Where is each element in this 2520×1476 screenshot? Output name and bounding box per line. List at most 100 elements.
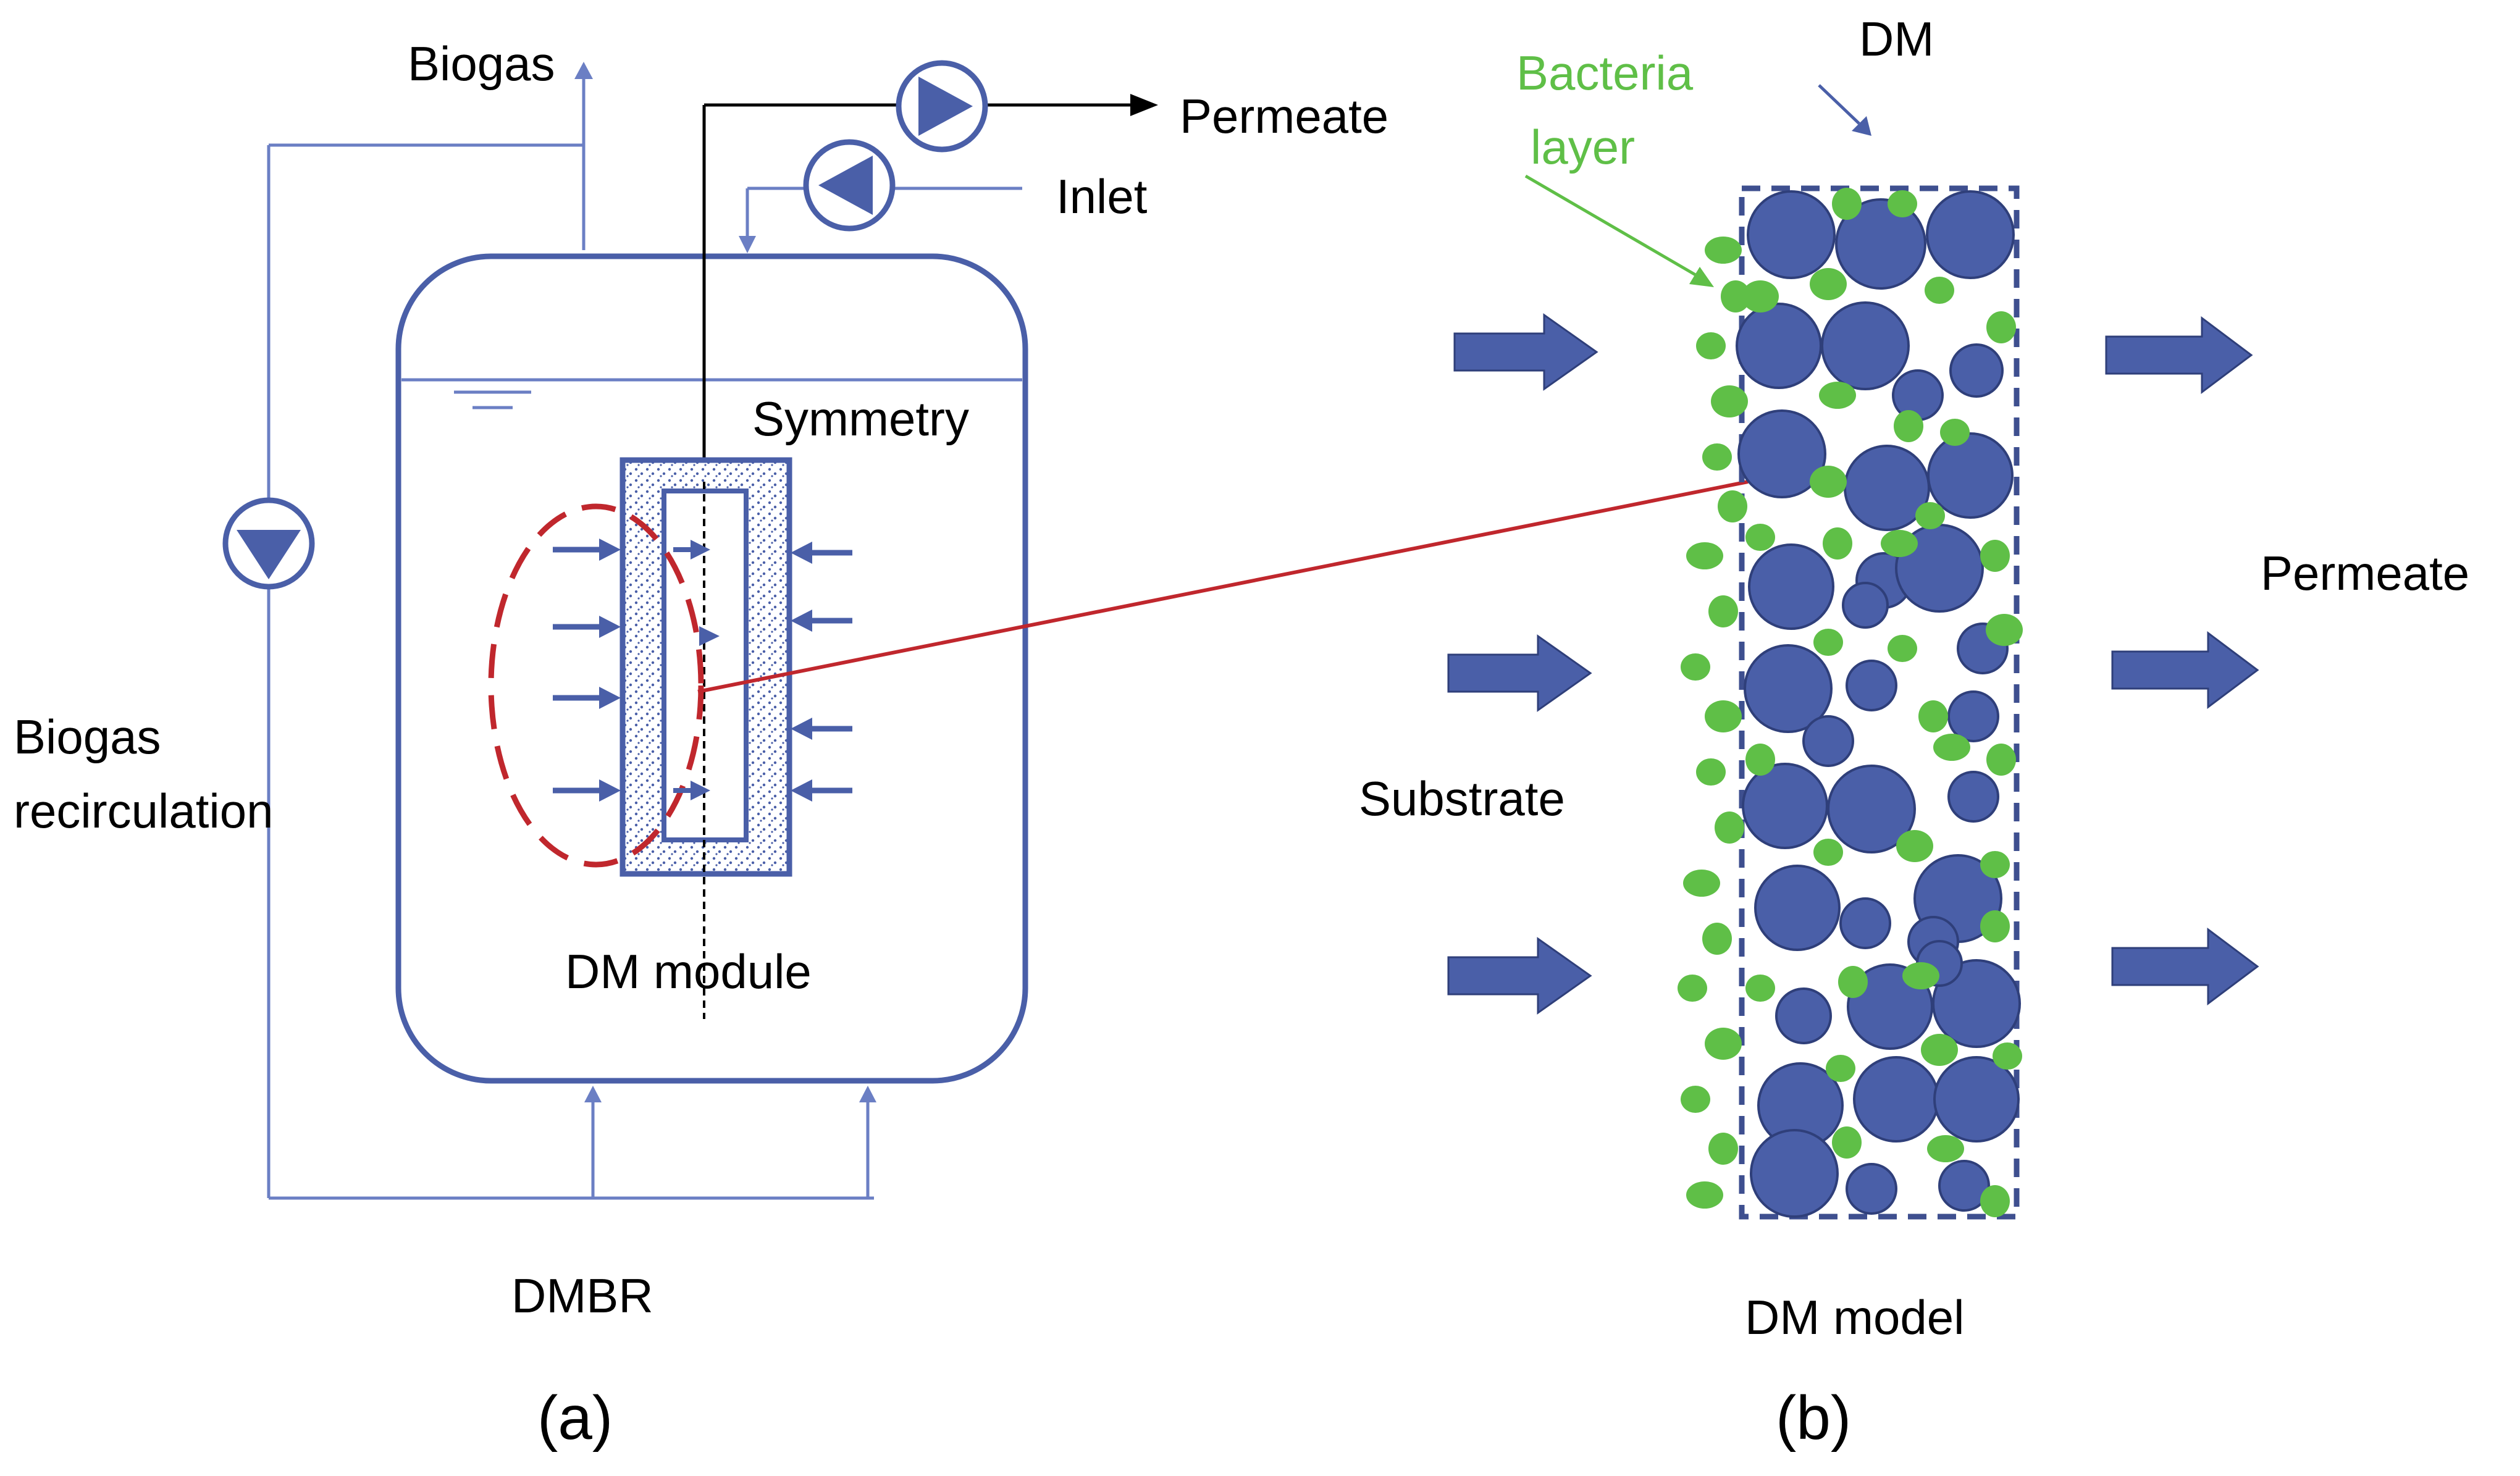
- reactor-vessel: [395, 253, 1028, 1084]
- dm-pointer-arrowhead: [1852, 116, 1871, 136]
- inlet-arrowhead: [739, 236, 756, 253]
- permeate-label: Permeate: [1180, 89, 1388, 143]
- bacteria-particle: [1823, 527, 1852, 560]
- bacteria-particle: [1686, 542, 1723, 569]
- bacteria-particle: [1986, 614, 2023, 646]
- recirculation-label: Biogas recirculation: [14, 710, 274, 838]
- dm-particle: [1846, 1163, 1897, 1215]
- permeate-pump-icon: [896, 60, 988, 153]
- zoom-region-ellipse: [488, 503, 704, 868]
- bacteria-particle: [1708, 595, 1738, 627]
- reactor-label: DMBR: [511, 1268, 653, 1323]
- dm-particle: [1938, 1160, 1990, 1212]
- bacteria-particle: [1940, 419, 1970, 446]
- bacteria-particle: [1686, 1181, 1723, 1209]
- inlet-pump-icon: [803, 139, 896, 232]
- bacteria-particle: [1896, 830, 1933, 862]
- bacteria-particle: [1888, 190, 1917, 217]
- bacteria-particle: [1980, 851, 2010, 878]
- dm-module-inner: [662, 489, 749, 842]
- bacteria-particle: [1832, 1126, 1862, 1159]
- dm-particle: [1821, 301, 1910, 390]
- dm-module-label: DM module: [565, 944, 812, 999]
- dm-particle: [1827, 765, 1916, 853]
- bacteria-particles: [1678, 188, 2023, 1217]
- inlet-line: [746, 187, 1022, 238]
- biogas-label: Biogas: [408, 36, 555, 91]
- permeate-arrow: [2111, 631, 2259, 709]
- dm-particle: [1947, 690, 1999, 742]
- dm-particle: [1927, 432, 2014, 519]
- bacteria-particle: [1819, 382, 1856, 409]
- recirculation-loop: [267, 77, 874, 1200]
- substrate-label: Substrate: [1359, 771, 1565, 826]
- bacteria-particle: [1683, 870, 1720, 897]
- bacteria-particle: [1980, 910, 2010, 942]
- bacteria-particle: [1745, 975, 1775, 1002]
- bacteria-particle: [1702, 923, 1732, 955]
- bacteria-particle: [1986, 311, 2016, 343]
- bacteria-particle: [1705, 1028, 1742, 1060]
- bacteria-particle: [1708, 1133, 1738, 1165]
- inlet-label: Inlet: [1056, 169, 1148, 224]
- dm-particles: [1736, 190, 2021, 1218]
- permeate-label-b: Permeate: [2261, 546, 2469, 600]
- bacteria-particle: [1927, 1135, 1964, 1162]
- dm-particle: [1748, 543, 1834, 630]
- symmetry-label: Symmetry: [752, 392, 969, 446]
- bacteria-pointer-line: [1524, 174, 1697, 277]
- dm-particle: [1736, 303, 1822, 389]
- bacteria-particle: [1980, 540, 2010, 572]
- bacteria-particle: [1745, 744, 1775, 776]
- bacteria-particle: [1902, 962, 1939, 989]
- panel-b: Bacteria layer DM Substrate Permeate DM …: [1359, 12, 2469, 1453]
- bacteria-particle: [1810, 268, 1847, 300]
- permeate-arrows: [2105, 316, 2259, 1005]
- dm-particle: [1737, 409, 1826, 498]
- bacteria-particle: [1681, 653, 1710, 681]
- bacteria-particle: [1810, 466, 1847, 498]
- dm-particle: [1839, 897, 1891, 949]
- substrate-arrow: [1453, 313, 1598, 391]
- bacteria-particle: [1813, 629, 1843, 656]
- permeate-arrow: [2111, 928, 2259, 1005]
- bacteria-particle: [1696, 758, 1726, 786]
- bacteria-particle: [1826, 1055, 1855, 1082]
- gas-inlet-arrowhead: [859, 1086, 876, 1102]
- substrate-arrow: [1447, 937, 1592, 1015]
- bacteria-particle: [1980, 1185, 2010, 1217]
- substrate-arrow: [1447, 634, 1592, 712]
- dm-particle: [1853, 1056, 1939, 1143]
- gas-inlet-arrowhead: [584, 1086, 602, 1102]
- bacteria-particle: [1894, 410, 1923, 442]
- bacteria-particle: [1888, 635, 1917, 662]
- dm-particle: [1892, 369, 1944, 421]
- permeate-line: [702, 103, 1130, 494]
- caption-a: (a): [537, 1383, 613, 1453]
- bacteria-particle: [1838, 966, 1868, 998]
- dm-model-label: DM model: [1745, 1290, 1964, 1344]
- flow-arrows-left: [553, 539, 720, 802]
- dm-particle: [1835, 198, 1926, 290]
- panel-a: Biogas Permeate Inlet Symmetry Biogas re…: [14, 36, 1749, 1453]
- dm-particle: [1932, 959, 2021, 1048]
- bacteria-particle: [1715, 811, 1744, 844]
- bacteria-particle: [1921, 1034, 1958, 1066]
- bacteria-particle: [1993, 1042, 2022, 1070]
- bacteria-particle: [1881, 530, 1918, 557]
- zoom-connector-line: [697, 480, 1749, 694]
- dm-particle: [1933, 1056, 2020, 1143]
- bacteria-particle: [1678, 975, 1707, 1002]
- bacteria-particle: [1702, 443, 1732, 471]
- bacteria-particle: [1718, 490, 1747, 522]
- permeate-arrowhead: [1130, 94, 1158, 116]
- bacteria-particle: [1933, 734, 1970, 761]
- dm-particle: [1750, 1129, 1839, 1218]
- bacteria-particle: [1681, 1086, 1710, 1113]
- biogas-arrowhead: [574, 62, 593, 79]
- dm-label: DM: [1859, 12, 1934, 66]
- bacteria-particle: [1813, 839, 1843, 866]
- dm-particle: [1846, 660, 1897, 711]
- substrate-arrows: [1447, 313, 1598, 1015]
